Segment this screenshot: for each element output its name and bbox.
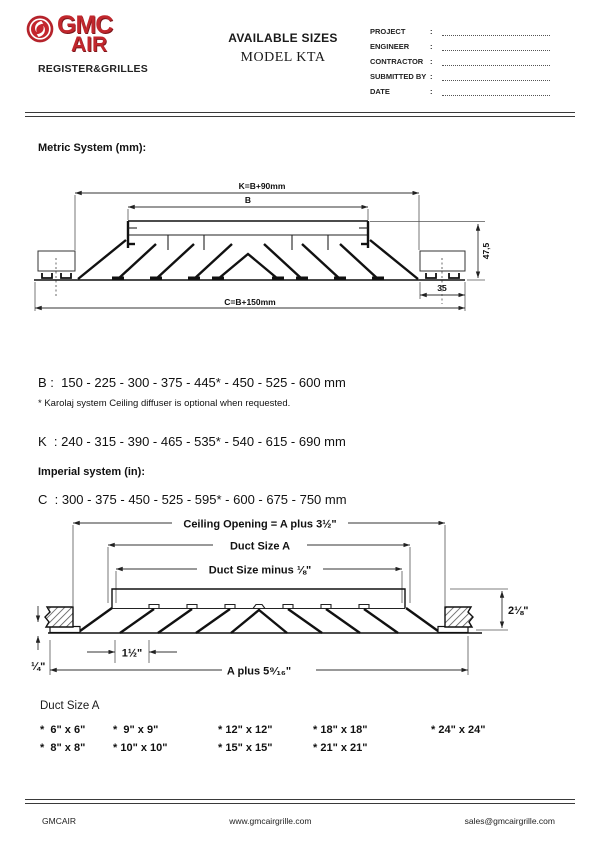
duct-size-item: * 24" x 24": [431, 724, 486, 736]
form-colon: :: [430, 42, 433, 51]
imperial-section-heading: Imperial system (in):: [38, 466, 145, 478]
logo-text-gmc: GMC: [57, 11, 113, 39]
metric-size-row-c: C : 300 - 375 - 450 - 525 - 595* - 600 -…: [38, 492, 347, 507]
form-label: SUBMITTED BY: [370, 72, 427, 81]
metric-dimension-lines: [34, 190, 485, 311]
imperial-dim-spacing-label: 1½": [122, 648, 143, 660]
form-label: DATE: [370, 87, 390, 96]
duct-size-item: [431, 742, 485, 760]
header-divider: [25, 112, 575, 117]
imperial-dim-bottom-label: A plus 5⁹⁄₁₆": [227, 666, 291, 678]
metric-section-heading: Metric System (mm):: [38, 142, 147, 154]
imperial-dim-height-label: 2⅛": [508, 605, 529, 617]
imperial-diffuser-profile: [48, 588, 482, 634]
duct-size-item: * 10" x 10": [113, 741, 168, 754]
form-fill-line: [442, 43, 550, 51]
duct-size-item: * 8" x 8": [40, 741, 86, 754]
footer-company: GMCAIR: [42, 816, 76, 826]
imperial-dim-duct-label: Duct Size A: [230, 541, 290, 553]
form-label: CONTRACTOR: [370, 57, 424, 66]
form-colon: :: [430, 72, 433, 81]
footer-website: www.gmcairgrille.com: [229, 816, 312, 826]
duct-size-item: * 12" x 12": [218, 724, 273, 736]
footer-email: sales@gmcairgrille.com: [464, 816, 555, 826]
imperial-dim-opening-label: Ceiling Opening = A plus 3½": [183, 519, 336, 531]
duct-size-item: * 6" x 6": [40, 724, 86, 736]
form-row-project: PROJECT :: [370, 24, 550, 39]
fan-logo-icon: [26, 15, 54, 43]
metric-dim-b-label: B: [245, 195, 251, 205]
document-title: AVAILABLE SIZES MODEL KTA: [203, 31, 363, 66]
duct-size-item: * 21" x 21": [313, 741, 368, 754]
form-colon: :: [430, 57, 433, 66]
metric-size-row-b: B : 150 - 225 - 300 - 375 - 445* - 450 -…: [38, 375, 346, 390]
metric-footnote: * Karolaj system Ceiling diffuser is opt…: [38, 398, 291, 409]
metric-diffuser-profile: [34, 220, 465, 281]
form-row-engineer: ENGINEER :: [370, 39, 550, 54]
imperial-ceiling-tiles: [44, 606, 474, 634]
form-label: PROJECT: [370, 27, 406, 36]
metric-dim-k-label: K=B+90mm: [239, 181, 286, 191]
form-row-submitted-by: SUBMITTED BY :: [370, 69, 550, 84]
form-label: ENGINEER: [370, 42, 410, 51]
form-row-date: DATE :: [370, 84, 550, 99]
imperial-diffuser-diagram: Ceiling Opening = A plus 3½" Duct Size A…: [31, 515, 529, 678]
logo-text-air: AIR: [71, 32, 108, 56]
metric-size-row-k: K : 240 - 315 - 390 - 465 - 535* - 540 -…: [38, 433, 346, 449]
duct-size-item: * 9" x 9": [113, 724, 159, 736]
metric-ceiling-tiles: [37, 250, 466, 304]
metric-dim-height-label: 47,5: [481, 242, 491, 259]
imperial-dim-quarter-label: ¼": [31, 661, 45, 673]
form-fill-line: [442, 73, 550, 81]
duct-size-item: * 18" x 18": [313, 724, 368, 736]
form-colon: :: [430, 27, 433, 36]
metric-dim-tile-label: 35: [437, 283, 447, 293]
imperial-dim-minus-label: Duct Size minus ⅛": [209, 565, 311, 577]
footer: GMCAIR www.gmcairgrille.com sales@gmcair…: [42, 816, 555, 826]
metric-size-list: B : 150 - 225 - 300 - 375 - 445* - 450 -…: [38, 334, 347, 529]
form-fill-line: [442, 58, 550, 66]
metric-diffuser-diagram: K=B+90mm B C=B+150mm 47,5 35: [34, 181, 491, 311]
company-logo: GMC AIR: [26, 11, 113, 56]
form-colon: :: [430, 87, 433, 96]
metric-dim-c-label: C=B+150mm: [224, 297, 276, 307]
form-fill-line: [442, 28, 550, 36]
duct-size-heading: Duct Size A: [40, 700, 100, 712]
title-available-sizes: AVAILABLE SIZES: [228, 31, 338, 45]
form-row-contractor: CONTRACTOR :: [370, 54, 550, 69]
title-model: MODEL KTA: [240, 50, 326, 65]
project-form: PROJECT : ENGINEER : CONTRACTOR : SUBMIT…: [370, 24, 550, 99]
footer-divider: [25, 799, 575, 804]
duct-size-table: * 6" x 6" * 9" x 9" * 12" x 12" * 18" x …: [40, 724, 485, 759]
logo-subtitle: REGISTER&GRILLES: [38, 63, 148, 75]
form-fill-line: [442, 88, 550, 96]
duct-size-item: * 15" x 15": [218, 741, 273, 754]
